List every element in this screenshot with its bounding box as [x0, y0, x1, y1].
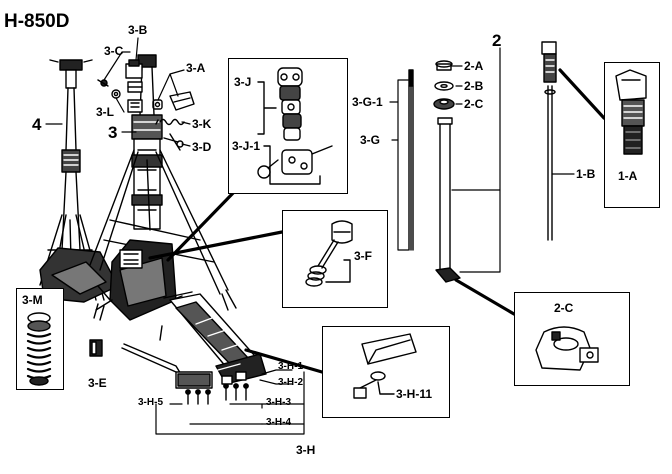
label-3h-11: 3-H-11 — [396, 387, 433, 401]
label-3h-4: 3-H-4 — [266, 417, 292, 428]
label-3j-1: 3-J-1 — [232, 139, 261, 153]
label-3h-5: 3-H-5 — [138, 397, 164, 408]
label-3g-1: 3-G-1 — [352, 95, 383, 109]
cymbal-rod-1b — [541, 41, 557, 241]
callout-box-3m — [16, 288, 64, 390]
label-3j: 3-J — [234, 75, 252, 89]
label-2: 2 — [492, 31, 502, 50]
label-3: 3 — [108, 123, 118, 142]
label-3m: 3-M — [22, 293, 43, 307]
label-3d: 3-D — [192, 140, 212, 154]
label-1b: 1-B — [576, 167, 596, 181]
label-3h: 3-H — [296, 443, 316, 457]
label-2c: 2-C — [464, 97, 484, 111]
small-fittings — [97, 59, 195, 151]
label-2c-box: 2-C — [554, 301, 574, 315]
label-3l: 3-L — [96, 105, 114, 119]
leader-lines — [45, 37, 575, 435]
model-title: H-850D — [4, 11, 70, 32]
label-3e: 3-E — [88, 376, 107, 390]
label-2b: 2-B — [464, 79, 484, 93]
label-3c: 3-C — [104, 44, 124, 58]
hihat-rod-3g — [408, 69, 414, 251]
label-3h-3: 3-H-3 — [266, 397, 292, 408]
label-3b: 3-B — [128, 23, 148, 37]
label-3h-1: 3-H-1 — [278, 361, 304, 372]
label-3g: 3-G — [360, 133, 381, 147]
label-4: 4 — [32, 115, 42, 134]
label-3a: 3-A — [186, 61, 206, 75]
label-2a: 2-A — [464, 59, 484, 73]
label-3h-2: 3-H-2 — [278, 377, 304, 388]
label-1a: 1-A — [618, 169, 638, 183]
part-3e — [89, 339, 103, 357]
label-3f: 3-F — [354, 249, 372, 263]
callout-pointers — [148, 68, 606, 374]
upper-tube-assembly — [433, 60, 461, 283]
label-3k: 3-K — [192, 117, 212, 131]
footboard-assembly — [121, 291, 267, 405]
